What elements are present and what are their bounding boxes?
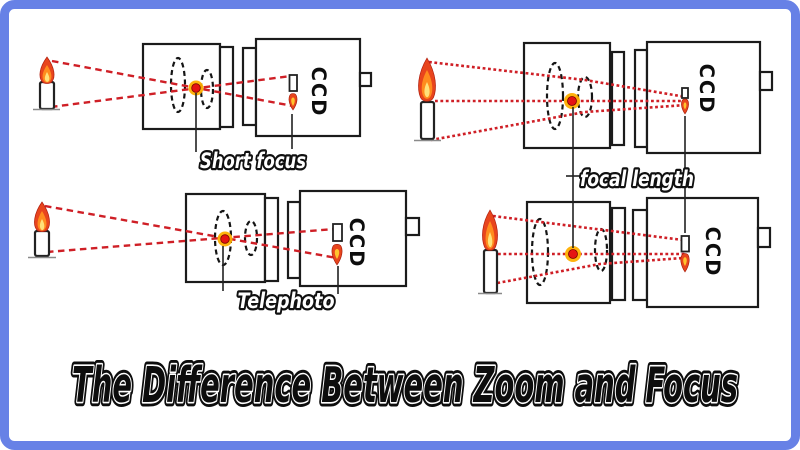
camera-mount-tab: [758, 70, 774, 92]
title: The Difference Between Zoom and Focus Th…: [68, 353, 743, 419]
camera-mount-tab: [404, 216, 421, 237]
telephoto-diagram: CCD Telephoto: [28, 189, 421, 315]
flame-core: [424, 82, 430, 98]
ccd-label: CCD: [701, 227, 724, 278]
focus-near-diagram: CCD: [478, 196, 772, 309]
camera-mount-tab: [358, 71, 373, 88]
flame-core: [39, 219, 45, 231]
light-ray: [46, 227, 335, 254]
lens-element-icon: [530, 217, 550, 287]
barrel-segment: [241, 46, 258, 127]
focal-point-dot: [220, 234, 230, 244]
light-ray: [51, 59, 294, 108]
candle: [414, 57, 441, 142]
projected-candle-body: [681, 87, 689, 99]
light-ray: [430, 103, 687, 142]
candle: [478, 209, 502, 295]
projected-flame-core: [334, 248, 340, 259]
page-title-outline: The Difference Between Zoom and Focus: [72, 357, 738, 414]
light-ray: [428, 60, 687, 99]
projected-candle-body: [680, 235, 690, 253]
candle: [28, 201, 56, 259]
candle: [33, 56, 60, 111]
projected-flame-core: [683, 102, 687, 110]
candle-body: [419, 100, 436, 141]
ccd-label: CCD: [307, 67, 330, 118]
candle-body: [33, 229, 51, 258]
light-ray: [50, 74, 292, 109]
barrel-segment: [286, 200, 302, 280]
focal-length-label: focal length: [580, 167, 694, 191]
barrel-segment: [218, 45, 235, 129]
page-title: The Difference Between Zoom and Focus: [72, 357, 738, 414]
ccd-label: CCD: [345, 218, 368, 269]
candle-body: [38, 80, 56, 111]
lens-element-icon: [545, 61, 565, 131]
focal-point-dot: [191, 83, 201, 93]
projected-flame-core: [683, 257, 687, 266]
focus-far-diagram: CCD: [414, 40, 774, 155]
focal-point-dot: [567, 96, 577, 106]
barrel-segment: [263, 196, 280, 283]
lens-element-icon: [199, 68, 215, 110]
barrel-segment: [610, 50, 626, 147]
ccd-camera-box: [645, 196, 760, 309]
ccd-label: CCD: [695, 64, 718, 115]
light-ray: [44, 204, 338, 260]
projected-flame-core: [291, 97, 295, 106]
short-focus-diagram: CCD Short focus: [33, 37, 373, 175]
ccd-camera-box: [645, 40, 762, 155]
projected-candle-body: [288, 74, 298, 92]
telephoto-label: Telephoto: [238, 289, 335, 313]
barrel-segment: [633, 48, 649, 149]
short-focus-label: Short focus: [200, 149, 306, 173]
flame-core: [487, 232, 493, 248]
flame-core: [44, 72, 50, 82]
light-ray: [491, 256, 684, 286]
focal-point-dot: [568, 249, 578, 259]
candle-body: [482, 248, 499, 295]
projected-candle-body: [332, 223, 343, 242]
ccd-camera-box: [254, 37, 362, 138]
focal-length-annotation: focal length: [566, 107, 696, 248]
lens-element-icon: [243, 219, 259, 257]
ccd-camera-box: [298, 189, 408, 288]
camera-mount-tab: [756, 226, 772, 249]
